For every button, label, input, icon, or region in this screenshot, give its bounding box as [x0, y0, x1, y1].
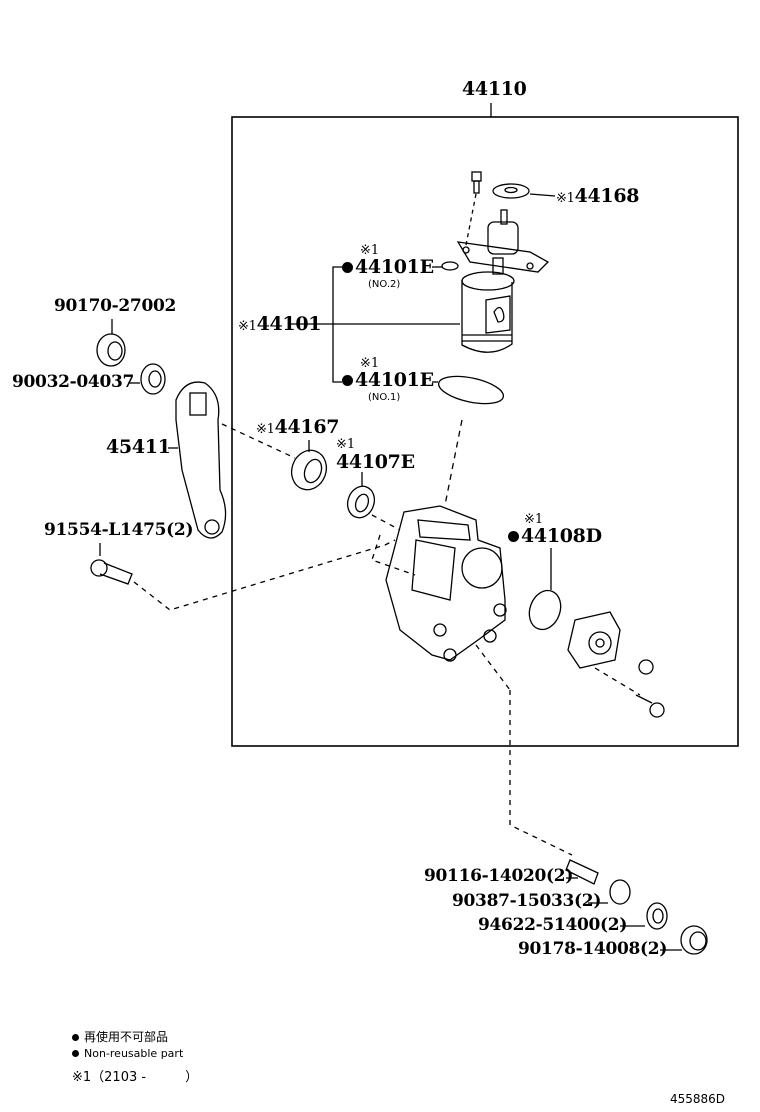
legend-footnote: ※1（2103 - ） [72, 1070, 199, 1085]
legend-non-reusable-jp: 再使用不可部品 [72, 1031, 168, 1043]
washer-90032-04037-icon [140, 363, 166, 395]
gear-housing-icon [385, 505, 507, 662]
part-note-no1: (NO.1) [368, 392, 401, 403]
part-label-90116-14020[interactable]: 90116-14020(2) [424, 866, 574, 886]
non-reusable-dot-icon [72, 1034, 79, 1041]
part-label-44101e-no1[interactable]: 44101E [342, 371, 434, 390]
part-label-90387-15033[interactable]: 90387-15033(2) [452, 891, 602, 911]
part-label-45411[interactable]: 45411 [106, 436, 171, 458]
part-label-91554-l1475[interactable]: 91554-L1475(2) [44, 520, 194, 540]
cover-bolt-icon [635, 694, 665, 718]
non-reusable-dot-icon [342, 262, 353, 273]
part-label-90032-04037[interactable]: 90032-04037 [12, 372, 135, 392]
o-ring-44101e-no1-icon [437, 375, 505, 405]
part-label-94622-51400[interactable]: 94622-51400(2) [478, 915, 628, 935]
oil-seal-44167-icon [290, 449, 328, 491]
assembly-44110-boundary [231, 116, 739, 747]
part-label-90170-27002[interactable]: 90170-27002 [54, 296, 177, 316]
seal-44107e-icon [346, 485, 376, 519]
cylinder-44101-icon [461, 271, 515, 353]
part-label-44168[interactable]: ※144168 [556, 185, 640, 207]
non-reusable-dot-icon [72, 1050, 79, 1057]
figure-id: 455886D [670, 1092, 726, 1106]
revision-mark: ※1 [360, 243, 380, 258]
revision-mark: ※1 [556, 191, 575, 206]
bolt-91554-l1475-icon [90, 559, 133, 585]
nut-90387-15033-icon [609, 879, 631, 905]
non-reusable-dot-icon [342, 375, 353, 386]
revision-mark: ※1 [238, 319, 257, 334]
snap-ring-44101e-no2-icon [441, 261, 459, 271]
part-label-44101e-no2[interactable]: 44101E [342, 258, 434, 277]
stud-90116-14020-icon [565, 859, 599, 885]
legend-non-reusable-en: Non-reusable part [72, 1048, 183, 1059]
nut-icon [638, 659, 654, 675]
revision-mark: ※1 [524, 512, 544, 527]
pitman-arm-45411-icon [175, 381, 227, 539]
side-cover-icon [567, 611, 621, 669]
part-label-44108d[interactable]: 44108D [508, 527, 602, 546]
assembly-part-number[interactable]: 44110 [462, 78, 527, 100]
revision-mark: ※1 [360, 356, 380, 371]
part-label-44167[interactable]: ※144167 [256, 416, 340, 438]
revision-mark: ※1 [256, 422, 275, 437]
part-note-no2: (NO.2) [368, 279, 401, 290]
part-label-44107e[interactable]: 44107E [336, 451, 415, 473]
part-label-90178-14008[interactable]: 90178-14008(2) [518, 939, 668, 959]
part-label-44101[interactable]: ※144101 [238, 313, 322, 335]
top-bolt-icon [471, 171, 482, 194]
nut-90178-14008-icon [680, 925, 708, 955]
o-ring-44108d-icon [528, 589, 562, 631]
washer-94622-51400-icon [646, 902, 668, 930]
washer-44168-icon [492, 183, 530, 199]
non-reusable-dot-icon [508, 531, 519, 542]
control-valve-icon [456, 209, 550, 275]
revision-mark: ※1 [336, 437, 356, 452]
nut-90170-27002-icon [96, 333, 126, 367]
